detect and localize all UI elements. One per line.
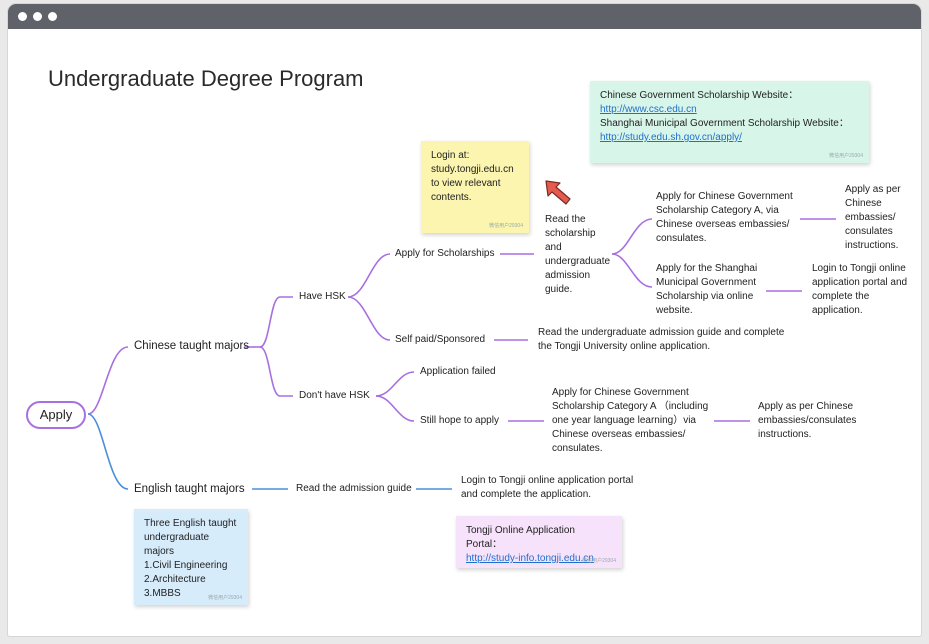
note-portal-line1: Tongji Online Application Portal： xyxy=(466,525,575,550)
pointer-arrow-icon xyxy=(545,180,571,205)
node-still-hope-next[interactable]: Apply for Chinese Government Scholarship… xyxy=(552,387,709,454)
edge-read-csc xyxy=(611,218,653,255)
link-csc[interactable]: http://www.csc.edu.cn xyxy=(600,104,697,115)
note-websites-line1: Chinese Government Scholarship Website： xyxy=(600,90,799,101)
edge-root-chinese xyxy=(87,346,129,415)
note-login-text: Login at: study.tongji.edu.cn to view re… xyxy=(431,150,514,203)
note-watermark: 微信用户29304 xyxy=(489,223,523,229)
window-minimize-dot[interactable] xyxy=(33,12,42,21)
note-english-majors[interactable]: Three English taught undergraduate major… xyxy=(134,509,248,605)
edge-read-shanghai xyxy=(611,253,653,288)
edge-root-english xyxy=(87,413,129,490)
page-title: Undergraduate Degree Program xyxy=(48,66,364,91)
note-watermark: 微信用户29304 xyxy=(829,153,863,159)
root-node-apply[interactable]: Apply xyxy=(26,401,86,429)
node-read-admission-guide[interactable]: Read the admission guide xyxy=(296,483,412,494)
edge-havehsk-scholar xyxy=(347,253,391,298)
note-english-line1: Three English taught xyxy=(144,518,237,529)
node-self-paid-next[interactable]: Read the undergraduate admission guide a… xyxy=(538,327,785,352)
node-have-hsk[interactable]: Have HSK xyxy=(299,291,346,302)
note-scholarship-websites[interactable]: Chinese Government Scholarship Website： … xyxy=(590,81,869,163)
node-shanghai-login[interactable]: Login to Tongji online application porta… xyxy=(812,263,908,316)
note-watermark: 微信用户29304 xyxy=(208,595,242,601)
edge-chinese-nohsk xyxy=(259,346,293,397)
note-english-line2: undergraduate majors xyxy=(144,532,210,557)
window-titlebar xyxy=(8,4,921,29)
node-chinese-taught-majors[interactable]: Chinese taught majors xyxy=(134,340,250,352)
node-csc-category-a[interactable]: Apply for Chinese Government Scholarship… xyxy=(656,191,793,244)
node-apply-scholarships[interactable]: Apply for Scholarships xyxy=(395,248,495,259)
link-shanghai[interactable]: http://study.edu.sh.gov.cn/apply/ xyxy=(600,132,742,143)
mindmap-canvas: Undergraduate Degree Program xyxy=(8,29,921,636)
node-csc-instructions[interactable]: Apply as per Chinese embassies/ consulat… xyxy=(845,184,901,251)
edge-chinese-havehsk xyxy=(259,296,293,348)
edge-nohsk-failed xyxy=(375,371,415,397)
note-login-study[interactable]: Login at: study.tongji.edu.cn to view re… xyxy=(421,141,529,233)
node-dont-have-hsk[interactable]: Don't have HSK xyxy=(299,390,370,401)
note-watermark: 微信用户29304 xyxy=(582,558,616,564)
mindmap-edges xyxy=(87,218,836,490)
note-websites-line2: Shanghai Municipal Government Scholarshi… xyxy=(600,118,849,129)
edge-havehsk-selfpaid xyxy=(347,296,391,341)
window-maximize-dot[interactable] xyxy=(48,12,57,21)
window-close-dot[interactable] xyxy=(18,12,27,21)
node-read-guide[interactable]: Read the scholarship and undergraduate a… xyxy=(545,214,611,295)
note-online-portal[interactable]: Tongji Online Application Portal： http:/… xyxy=(456,516,622,568)
note-english-line3: 1.Civil Engineering xyxy=(144,560,228,571)
note-english-line5: 3.MBBS xyxy=(144,588,181,599)
node-still-hope[interactable]: Still hope to apply xyxy=(420,415,499,426)
node-application-failed[interactable]: Application failed xyxy=(420,366,496,377)
node-shanghai-scholarship[interactable]: Apply for the Shanghai Municipal Governm… xyxy=(656,263,758,316)
note-english-line4: 2.Architecture xyxy=(144,574,206,585)
link-portal[interactable]: http://study-info.tongji.edu.cn xyxy=(466,553,594,564)
edge-nohsk-still xyxy=(375,395,415,422)
node-english-login[interactable]: Login to Tongji online application porta… xyxy=(461,475,634,500)
node-english-taught-majors[interactable]: English taught majors xyxy=(134,483,245,495)
node-embassy-instructions[interactable]: Apply as per Chinese embassies/consulate… xyxy=(758,401,857,440)
app-window: Undergraduate Degree Program xyxy=(8,4,921,636)
node-self-paid[interactable]: Self paid/Sponsored xyxy=(395,334,486,345)
